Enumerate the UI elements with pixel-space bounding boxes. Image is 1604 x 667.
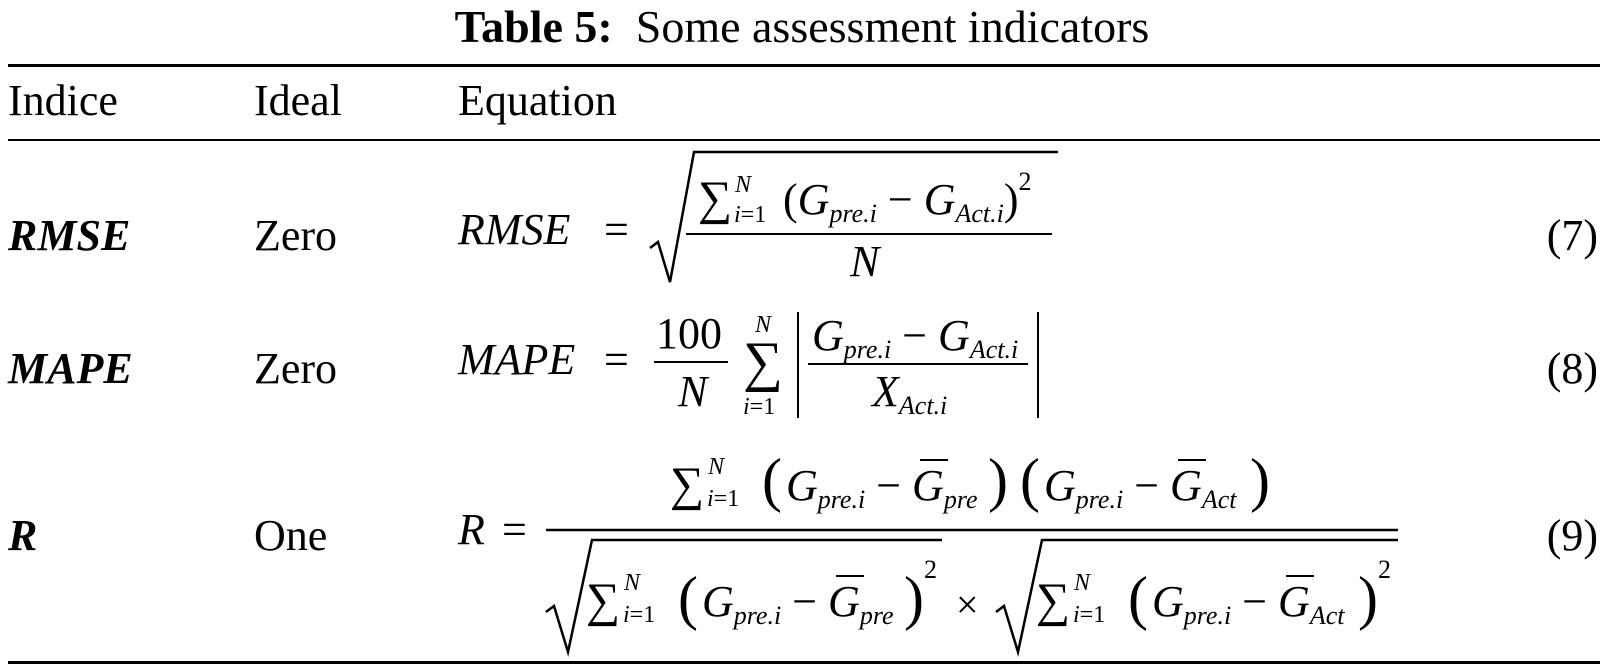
numerator-term-2: Gpre.i − GAct [1044,461,1237,514]
sum-upper-limit: N [1073,570,1092,596]
equals-sign: = [502,505,527,554]
sum-lower-limit: i=1 [623,602,655,628]
summation-sign: ∑ [670,458,704,511]
numerator-term-1: Gpre.i − Gpre [786,461,978,514]
times-sign: × [956,582,979,627]
ideal-rmse: Zero [254,211,338,260]
table-caption: Table 5: Some assessment indicators [0,2,1604,52]
top-rule [8,64,1600,67]
r-equation: R = ∑ N i=1 ( Gpre.i − Gpre ) ( Gpre.i −… [457,447,1398,657]
sum-lower-limit: i=1 [743,394,775,420]
mape-numerator: Gpre.i − GAct.i [812,311,1018,364]
numerator-expression: (Gpre.i − GAct.i)2 [783,167,1032,228]
bottom-rule [8,661,1600,664]
right-paren: ) [904,565,924,631]
left-paren: ( [762,447,782,513]
left-paren: ( [678,565,698,631]
r-equation-lhs: R [457,505,485,554]
equation-number-7: (7) [1546,211,1598,260]
sum-lower-limit: i=1 [734,202,766,228]
denominator-n: N [849,237,882,286]
square-root-sign [649,150,1058,283]
ideal-mape: Zero [254,344,338,393]
header-rule [8,139,1600,141]
sum-upper-limit: N [734,172,753,198]
sum-upper-limit: N [623,570,642,596]
equals-sign: = [604,205,629,254]
summation-sign: ∑ [1036,574,1070,627]
indice-mape: MAPE [8,344,133,393]
left-paren: ( [1128,565,1148,631]
column-header-ideal: Ideal [254,76,342,125]
summation-sign: ∑ [743,331,783,393]
rmse-equation: RMSE = ∑ N i=1 (Gpre.i − GAct.i)2 N [457,150,1058,286]
indice-rmse: RMSE [8,211,131,260]
table-label: Table 5: [454,1,613,52]
denominator-term-2: Gpre.i − GAct [1152,577,1345,630]
denominator-term-1: Gpre.i − Gpre [702,577,894,630]
square-root-sign [545,538,942,657]
sum-lower-limit: i=1 [707,486,739,512]
right-paren: ) [1358,565,1378,631]
exponent-2: 2 [924,555,937,584]
column-header-equation: Equation [458,76,617,125]
rmse-equation-lhs: RMSE [457,205,571,254]
left-paren: ( [1020,447,1040,513]
sum-upper-limit: N [707,454,726,480]
column-header-indice: Indice [8,76,118,125]
coefficient-denominator: N [677,367,710,416]
mape-denominator: XAct.i [870,367,947,420]
equals-sign: = [604,335,629,384]
table-title: Some assessment indicators [635,1,1150,52]
sum-lower-limit: i=1 [1073,602,1105,628]
indice-r: R [8,511,38,560]
ideal-r: One [254,511,328,560]
exponent-2: 2 [1378,555,1391,584]
equation-number-8: (8) [1546,344,1598,393]
right-paren: ) [988,447,1008,513]
summation-sign: ∑ [698,172,732,225]
sum-upper-limit: N [754,312,773,338]
right-paren: ) [1250,447,1270,513]
summation-sign: ∑ [586,574,620,627]
coefficient-numerator: 100 [656,309,722,358]
mape-equation: MAPE = 100 N ∑ N i=1 Gpre.i − GAct.i XAc… [457,309,1039,420]
equation-number-9: (9) [1546,511,1598,560]
square-root-sign [995,538,1398,657]
mape-equation-lhs: MAPE [457,335,575,384]
